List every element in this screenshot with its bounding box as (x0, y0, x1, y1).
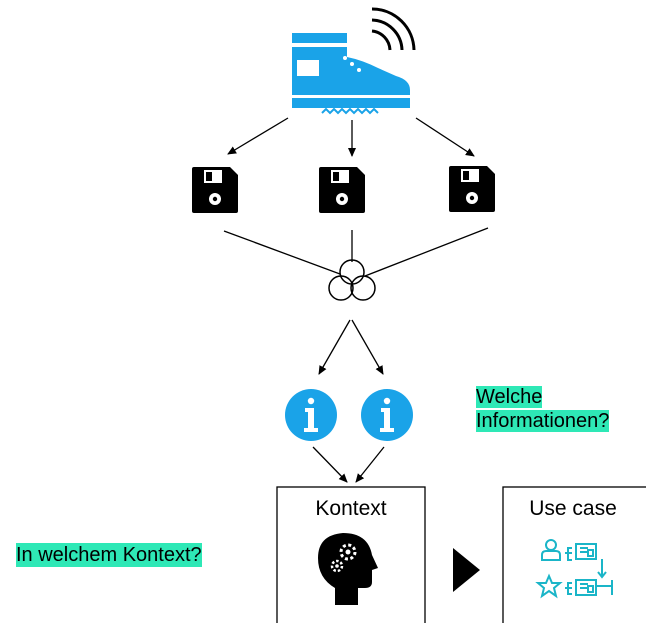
arrow-shoe-to-storage-3 (415, 117, 475, 157)
use-case-box (502, 486, 646, 623)
info-icon (361, 389, 413, 441)
floppy-disk-icon (449, 166, 495, 212)
user-flow-icon (535, 539, 613, 599)
use-case-box-title: Use case (529, 497, 617, 520)
arrow-info-to-context-1 (312, 446, 348, 483)
arrow-info-to-context-2 (355, 446, 385, 483)
floppy-disk-icon (192, 167, 238, 213)
smart-shoe-icon (292, 7, 416, 115)
info-icon (285, 389, 337, 441)
play-triangle-icon (453, 548, 480, 592)
arrow-merge-to-info-2 (351, 319, 384, 375)
merge-line-right (364, 227, 489, 277)
venn-diagram-icon (328, 259, 376, 301)
head-gears-icon (318, 533, 378, 605)
merge-line-left (223, 230, 341, 275)
arrow-merge-to-info-1 (318, 319, 351, 375)
arrow-shoe-to-storage-1 (227, 117, 289, 155)
floppy-disk-icon (319, 167, 365, 213)
question-information-line1: Welche (476, 386, 543, 408)
context-box-title: Kontext (315, 497, 387, 520)
question-information-line2: Informationen? (476, 410, 610, 432)
question-context: In welchem Kontext? (16, 543, 202, 567)
